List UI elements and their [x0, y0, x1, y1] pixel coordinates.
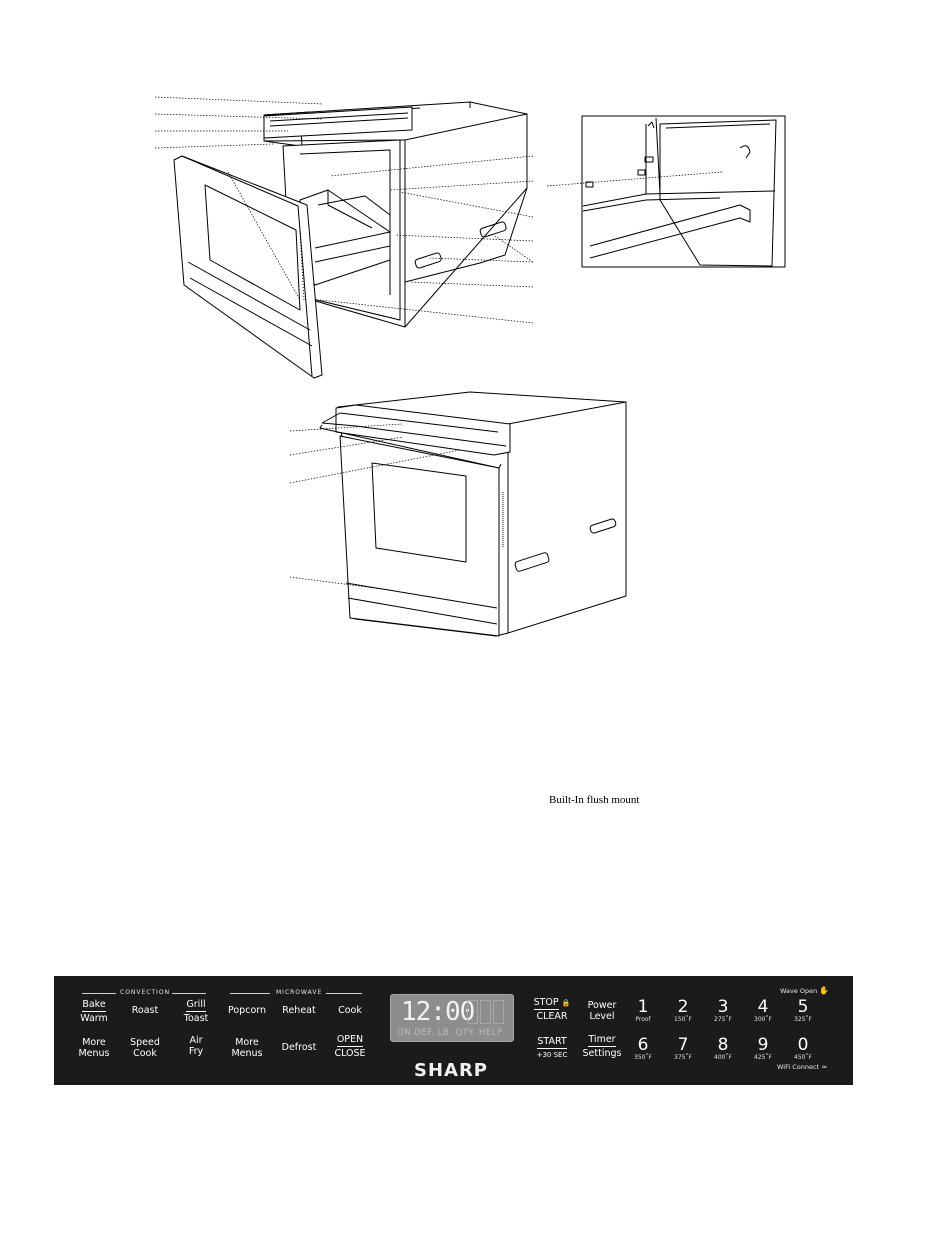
lcd-display: 12:00 ON DEF. LB. QTY. HELP [390, 994, 514, 1042]
wave-open-indicator: Wave Open ✋ [780, 986, 829, 995]
open-label: OPEN [336, 1034, 364, 1047]
grill-toast-button[interactable]: Grill Toast [166, 999, 226, 1024]
number-key-1[interactable]: 1 Proof [635, 997, 651, 1023]
warm-label: Warm [80, 1013, 108, 1024]
drawer-open-illustration [154, 96, 534, 379]
reheat-button[interactable]: Reheat [269, 1005, 329, 1016]
microwave-divider-right [326, 993, 362, 994]
plus30-label: +30 SEC [536, 1051, 568, 1059]
bake-warm-button[interactable]: Bake Warm [64, 999, 124, 1024]
popcorn-button[interactable]: Popcorn [217, 1005, 277, 1016]
roast-button[interactable]: Roast [115, 1005, 175, 1016]
more-label: More [82, 1037, 106, 1048]
control-panel: CONVECTION MICROWAVE Bake Warm Roast Gri… [54, 976, 853, 1085]
microwave-divider-left [230, 993, 270, 994]
fry-label: Fry [188, 1046, 204, 1057]
detail-inset-illustration [546, 115, 786, 268]
microwave-label: MICROWAVE [276, 989, 323, 996]
timer-label: Timer [588, 1034, 616, 1047]
menus-label: Menus [78, 1048, 110, 1059]
number-key-6[interactable]: 6 350˚F [634, 1035, 652, 1061]
caption-built-in-flush-mount: Built-In flush mount [549, 794, 640, 806]
stop-clear-button[interactable]: STOP 🔒 CLEAR [522, 997, 582, 1022]
close-label: CLOSE [334, 1048, 366, 1059]
more-label: More [235, 1037, 259, 1048]
reheat-label: Reheat [282, 1005, 316, 1016]
wifi-icon: ≈ [821, 1063, 828, 1071]
lock-icon: 🔒 [561, 999, 571, 1007]
menus-label: Menus [231, 1048, 263, 1059]
convection-divider-left [82, 993, 116, 994]
display-blank-digits [467, 1000, 509, 1024]
roast-label: Roast [131, 1005, 159, 1016]
start-30sec-button[interactable]: START +30 SEC [522, 1036, 582, 1061]
power-label: Power [587, 1000, 617, 1011]
air-label: Air [189, 1035, 203, 1046]
number-key-8[interactable]: 8 400˚F [714, 1035, 732, 1061]
speed-label: Speed [130, 1037, 160, 1048]
wave-open-label: Wave Open [780, 987, 818, 995]
cook-button[interactable]: Cook [320, 1005, 380, 1016]
convection-divider-right [172, 993, 206, 994]
open-close-button[interactable]: OPEN CLOSE [320, 1034, 380, 1059]
defrost-button[interactable]: Defrost [269, 1042, 329, 1053]
number-key-7[interactable]: 7 375˚F [674, 1035, 692, 1061]
wifi-connect-label: WiFi Connect [777, 1063, 820, 1071]
number-key-0[interactable]: 0 450˚F [794, 1035, 812, 1061]
oven-illustrations [154, 96, 786, 637]
level-label: Level [589, 1011, 615, 1022]
convection-label: CONVECTION [120, 989, 171, 996]
display-indicators: ON DEF. LB. QTY. HELP [397, 1028, 503, 1038]
cook-label: Cook [133, 1048, 157, 1059]
cook-label: Cook [338, 1005, 362, 1016]
power-level-button[interactable]: Power Level [572, 1000, 632, 1022]
number-key-4[interactable]: 4 300˚F [754, 997, 772, 1023]
defrost-label: Defrost [281, 1042, 317, 1053]
air-fry-button[interactable]: Air Fry [166, 1035, 226, 1057]
start-label: START [537, 1036, 567, 1049]
bake-label: Bake [82, 999, 106, 1012]
sharp-logo: SHARP [413, 1060, 488, 1081]
settings-label: Settings [582, 1048, 622, 1059]
more-menus-microwave-button[interactable]: More Menus [217, 1037, 277, 1059]
popcorn-label: Popcorn [227, 1005, 267, 1016]
hand-wave-icon: ✋ [819, 986, 830, 995]
stop-label: STOP [533, 997, 559, 1010]
clear-label: CLEAR [536, 1011, 568, 1022]
more-menus-convection-button[interactable]: More Menus [64, 1037, 124, 1059]
wifi-connect-indicator: WiFi Connect ≈ [777, 1063, 827, 1071]
closed-oven-illustration [289, 391, 627, 637]
number-key-2[interactable]: 2 150˚F [674, 997, 692, 1023]
number-key-3[interactable]: 3 275˚F [714, 997, 732, 1023]
display-time: 12:00 [401, 997, 475, 1027]
speed-cook-button[interactable]: Speed Cook [115, 1037, 175, 1059]
timer-settings-button[interactable]: Timer Settings [572, 1034, 632, 1059]
number-key-9[interactable]: 9 425˚F [754, 1035, 772, 1061]
number-key-5[interactable]: 5 325˚F [794, 997, 812, 1023]
toast-label: Toast [183, 1013, 209, 1024]
grill-label: Grill [186, 999, 206, 1012]
